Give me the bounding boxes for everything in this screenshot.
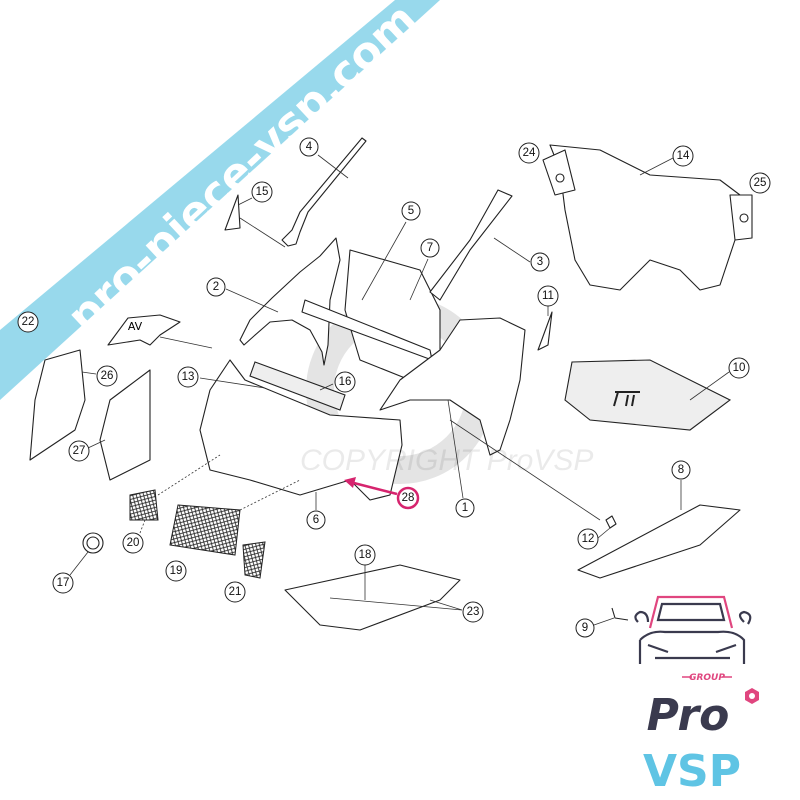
callout-7[interactable]: 7 bbox=[420, 238, 440, 258]
callout-8[interactable]: 8 bbox=[671, 460, 691, 480]
callout-19[interactable]: 19 bbox=[165, 560, 187, 582]
svg-text:18: 18 bbox=[359, 549, 372, 561]
callout-11[interactable]: 11 bbox=[537, 285, 559, 307]
part-8-panel bbox=[577, 504, 741, 579]
logo-car-icon bbox=[634, 595, 752, 664]
part-1-wheel-arch bbox=[379, 317, 526, 456]
av-direction-sheet bbox=[107, 314, 181, 346]
callout-10[interactable]: 10 bbox=[728, 357, 750, 379]
svg-text:17: 17 bbox=[57, 577, 70, 589]
callout-12[interactable]: 12 bbox=[577, 528, 599, 550]
svg-text:3: 3 bbox=[537, 256, 543, 268]
part-14-firewall-shield bbox=[542, 144, 753, 291]
callout-24[interactable]: 24 bbox=[518, 142, 540, 164]
part-21-mesh bbox=[242, 541, 266, 579]
svg-text:8: 8 bbox=[678, 464, 684, 476]
svg-text:9: 9 bbox=[582, 622, 588, 634]
part-6-bumper bbox=[199, 359, 403, 501]
callout-21[interactable]: 21 bbox=[224, 581, 246, 603]
svg-text:24: 24 bbox=[523, 147, 536, 159]
part-15 bbox=[224, 194, 241, 231]
svg-text:16: 16 bbox=[339, 376, 352, 388]
svg-text:28: 28 bbox=[402, 492, 415, 504]
callout-18[interactable]: 18 bbox=[354, 544, 376, 566]
svg-text:25: 25 bbox=[754, 177, 767, 189]
svg-text:2: 2 bbox=[213, 281, 219, 293]
part-27-pad bbox=[99, 369, 151, 481]
svg-text:7: 7 bbox=[427, 242, 433, 254]
callout-28-arrow bbox=[349, 480, 398, 496]
part-11 bbox=[537, 311, 553, 351]
part-16-grille-bar bbox=[249, 361, 346, 411]
copyright-watermark: COPYRIGHT ProVSP bbox=[300, 444, 593, 477]
provsp-logo: GROUP Pro VSP bbox=[634, 595, 759, 797]
part-4-strip bbox=[281, 137, 367, 247]
svg-text:11: 11 bbox=[542, 290, 554, 302]
part-20-mesh bbox=[129, 489, 159, 521]
callout-1[interactable]: 1 bbox=[455, 498, 475, 518]
svg-text:10: 10 bbox=[733, 362, 746, 374]
callout-23[interactable]: 23 bbox=[462, 601, 484, 623]
callout-5[interactable]: 5 bbox=[401, 201, 421, 221]
part-2-fender bbox=[239, 237, 341, 366]
svg-text:14: 14 bbox=[677, 150, 690, 162]
svg-text:5: 5 bbox=[408, 205, 414, 217]
callout-26[interactable]: 26 bbox=[96, 365, 118, 387]
svg-text:21: 21 bbox=[229, 586, 242, 598]
svg-text:12: 12 bbox=[582, 533, 595, 545]
part-3-strut bbox=[429, 189, 513, 301]
part-9-rod bbox=[611, 607, 629, 621]
callout-13[interactable]: 13 bbox=[177, 366, 199, 388]
callout-20[interactable]: 20 bbox=[122, 532, 144, 554]
svg-text:20: 20 bbox=[127, 537, 140, 549]
part-10-emblem bbox=[613, 391, 640, 407]
callout-15[interactable]: 15 bbox=[251, 181, 273, 203]
part-5-front-frame bbox=[301, 221, 441, 381]
callout-6[interactable]: 6 bbox=[306, 510, 326, 530]
part-19-mesh bbox=[169, 504, 241, 556]
part-26-pad bbox=[29, 349, 86, 461]
callout-27[interactable]: 27 bbox=[68, 440, 90, 462]
svg-text:1: 1 bbox=[462, 502, 468, 514]
svg-text:13: 13 bbox=[182, 371, 195, 383]
callout-9[interactable]: 9 bbox=[575, 618, 595, 638]
svg-text:4: 4 bbox=[306, 141, 313, 153]
logo-vsp-text: VSP bbox=[643, 746, 741, 797]
svg-text:22: 22 bbox=[22, 316, 35, 328]
logo-pro-text: Pro bbox=[647, 690, 730, 741]
callout-16[interactable]: 16 bbox=[334, 371, 356, 393]
svg-text:19: 19 bbox=[170, 565, 183, 577]
part-10-undertray bbox=[564, 359, 732, 431]
callout-25[interactable]: 25 bbox=[749, 172, 771, 194]
svg-text:6: 6 bbox=[313, 514, 319, 526]
svg-text:26: 26 bbox=[101, 370, 114, 382]
callout-17[interactable]: 17 bbox=[52, 572, 74, 594]
part-12-clip bbox=[605, 515, 617, 529]
logo-group-text: GROUP bbox=[689, 673, 725, 683]
av-label: AV bbox=[128, 320, 143, 333]
callout-28-highlighted[interactable]: 28 bbox=[396, 486, 420, 510]
svg-text:23: 23 bbox=[467, 606, 480, 618]
svg-text:27: 27 bbox=[73, 445, 86, 457]
svg-text:15: 15 bbox=[256, 186, 269, 198]
callout-14[interactable]: 14 bbox=[672, 145, 694, 167]
callout-22[interactable]: 22 bbox=[17, 311, 39, 333]
part-18-undertray bbox=[284, 564, 461, 631]
callout-4[interactable]: 4 bbox=[299, 137, 319, 157]
callout-2[interactable]: 2 bbox=[206, 277, 226, 297]
callout-3[interactable]: 3 bbox=[530, 252, 550, 272]
